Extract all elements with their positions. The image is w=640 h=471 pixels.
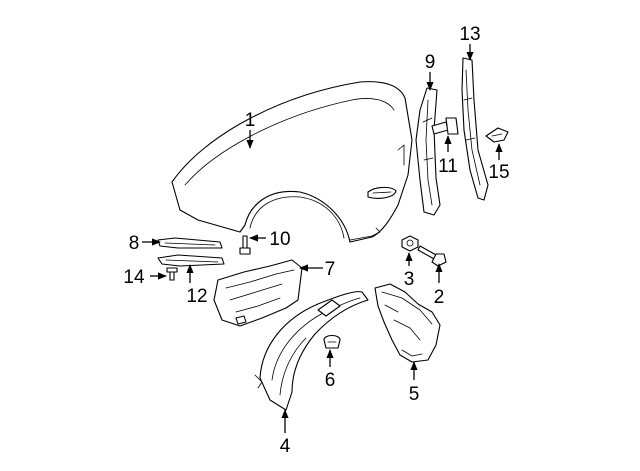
callout-2: 2 — [434, 287, 445, 308]
liner-section-part-7 — [213, 259, 303, 327]
bolt-part-10 — [239, 235, 251, 255]
nut-part-3 — [401, 235, 419, 252]
callout-8: 8 — [129, 233, 140, 254]
callout-5: 5 — [409, 384, 420, 405]
callout-4: 4 — [280, 436, 291, 457]
callout-6: 6 — [325, 370, 336, 391]
bolt-part-2 — [417, 245, 447, 267]
callout-15: 15 — [488, 162, 509, 183]
callout-11: 11 — [438, 156, 458, 177]
callout-9: 9 — [425, 52, 436, 73]
callout-12: 12 — [186, 286, 207, 307]
trim-strip-part-12 — [157, 254, 225, 267]
callout-1: 1 — [245, 110, 256, 131]
callout-3: 3 — [404, 269, 415, 290]
leader-lines — [142, 44, 503, 433]
callout-7: 7 — [325, 259, 336, 280]
callout-14: 14 — [123, 267, 145, 288]
clip-nut-part-15 — [485, 127, 509, 143]
callout-10: 10 — [269, 229, 290, 250]
screw-part-14 — [166, 267, 178, 281]
clip-part-6 — [323, 334, 341, 349]
splash-shield-part-5 — [374, 283, 441, 363]
trim-strip-part-8 — [157, 237, 223, 249]
bolt-part-11 — [431, 117, 459, 135]
bracket-part-13 — [461, 57, 489, 201]
callout-labels: 1 2 3 4 5 6 7 8 9 10 11 12 13 14 15 — [123, 24, 509, 457]
bracket-part-9 — [415, 87, 441, 216]
callout-13: 13 — [459, 24, 480, 45]
fender-part — [171, 81, 413, 243]
fender-liner-part-4 — [254, 291, 369, 411]
